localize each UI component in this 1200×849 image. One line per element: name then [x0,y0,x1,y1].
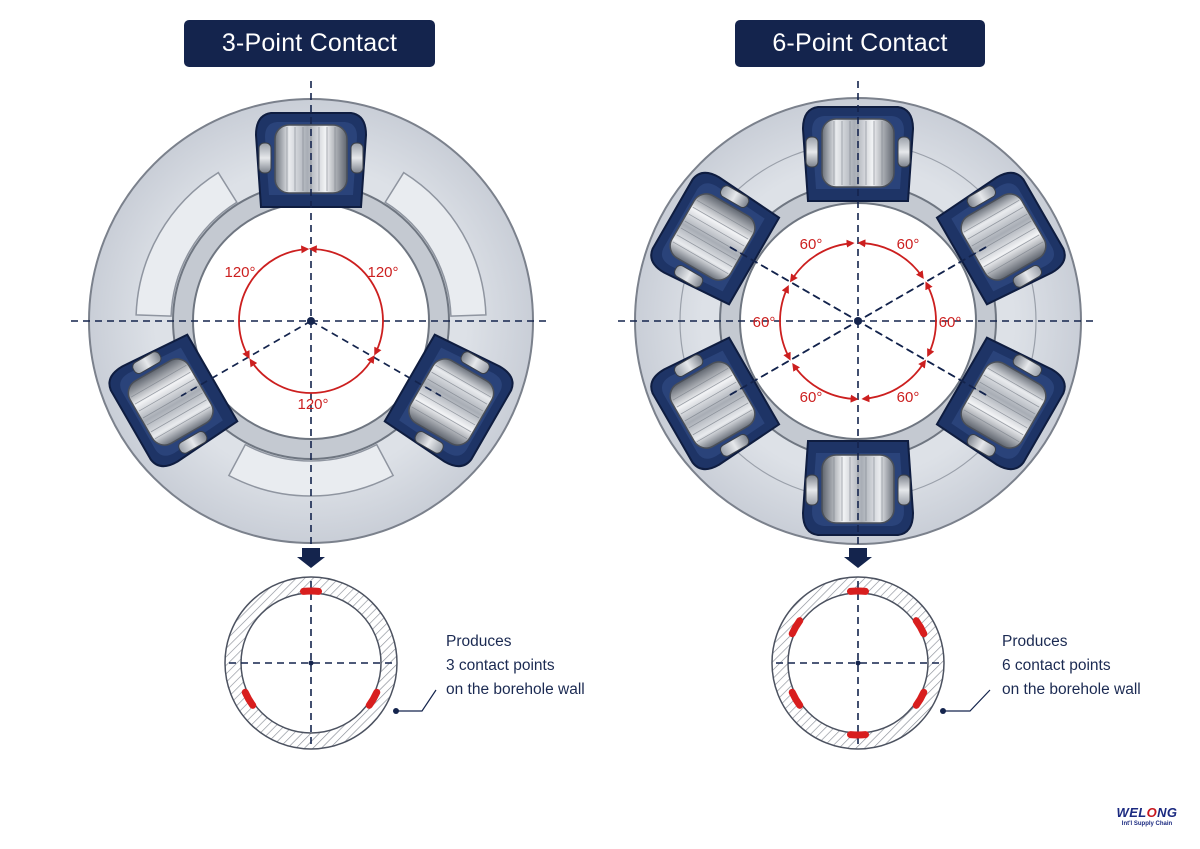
three-point-tool: 120° 120° 120° [71,81,551,568]
roller-assembly [383,333,514,468]
caption-three-point: Produces 3 contact points on the borehol… [446,630,585,702]
contact-point [912,617,928,638]
pocket-recess [384,171,487,317]
roller-assembly [650,171,781,306]
three-point-borehole-section [224,576,437,750]
roller-assembly [935,171,1066,306]
angle-label: 60° [897,389,920,406]
pocket-recess [135,171,238,317]
contact-point [788,688,804,709]
welong-logo: WELONG Int'l Supply Chain [1112,806,1182,828]
roller-assembly [108,333,239,468]
angle-label: 120° [297,396,328,413]
caption-line: 3 contact points [446,657,555,674]
angle-label: 120° [224,264,255,281]
caption-line: Produces [1002,633,1068,650]
angle-label: 60° [897,236,920,253]
caption-line: on the borehole wall [446,681,585,698]
logo-wordmark: WELONG [1116,805,1178,820]
title-6-point-contact: 6-Point Contact [735,20,985,67]
six-point-tool: 60° 60° 60° 60° 60° 60° [618,81,1098,568]
angle-label: 60° [800,236,823,253]
caption-six-point: Produces 6 contact points on the borehol… [1002,630,1141,702]
roller-assembly [801,440,915,536]
contact-point [788,617,804,638]
angle-label: 60° [800,389,823,406]
down-arrow-icon [844,548,872,568]
six-point-borehole-section [771,576,991,750]
down-arrow-icon [297,548,325,568]
angle-label: 60° [753,314,776,331]
angle-label: 120° [367,264,398,281]
roller-assembly [650,336,781,471]
caption-line: on the borehole wall [1002,681,1141,698]
caption-line: 6 contact points [1002,657,1111,674]
caption-line: Produces [446,633,512,650]
roller-assembly [935,336,1066,471]
angle-label: 60° [939,314,962,331]
title-3-point-contact: 3-Point Contact [184,20,435,67]
contact-point [241,688,257,709]
contact-point [365,688,381,709]
contact-point [912,688,928,709]
logo-tagline: Int'l Supply Chain [1121,821,1173,827]
